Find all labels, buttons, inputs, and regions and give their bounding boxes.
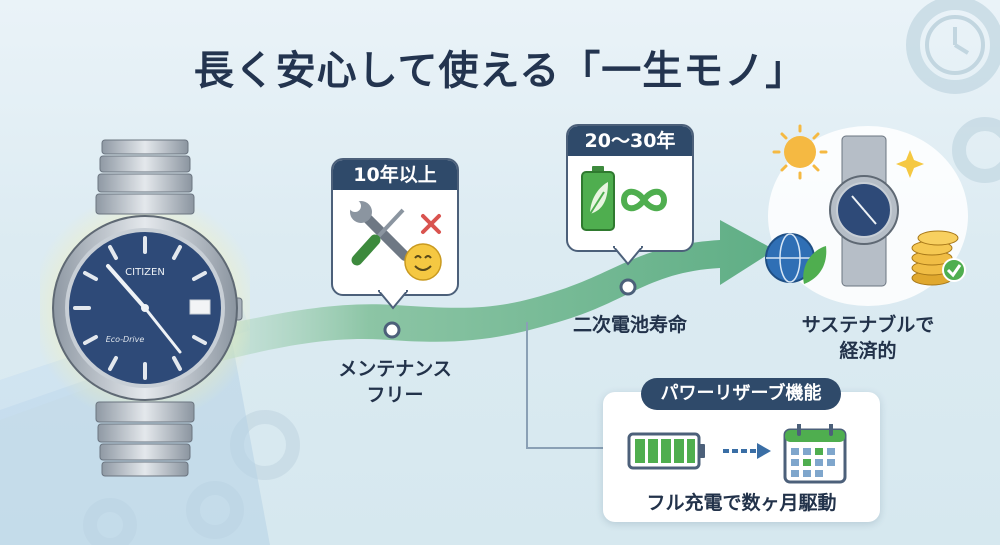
gear-icon xyxy=(906,0,1000,94)
bracelet-bottom xyxy=(95,401,195,477)
battery-life-label: 二次電池寿命 xyxy=(555,312,705,338)
calendar-icon xyxy=(783,424,847,484)
battery-icon xyxy=(581,166,615,231)
sustainable-label: サステナブルで 経済的 xyxy=(778,312,958,364)
gear-icon xyxy=(952,117,1000,183)
full-battery-icon xyxy=(627,432,705,470)
milestone-dot xyxy=(383,321,401,339)
watch-illustration: CITIZEN Eco-Drive xyxy=(40,139,250,477)
reserve-graphic xyxy=(627,424,847,484)
model-text: Eco-Drive xyxy=(106,335,145,344)
power-reserve-title: パワーリザーブ機能 xyxy=(641,378,841,410)
sparkle-icon xyxy=(896,150,924,178)
card-badge: 10年以上 xyxy=(333,160,457,190)
power-reserve-panel: パワーリザーブ機能 xyxy=(603,378,880,522)
small-watch-icon xyxy=(829,135,899,287)
arrow-right-icon xyxy=(723,443,771,459)
label-line: 経済的 xyxy=(839,340,897,362)
growth-arrow xyxy=(150,220,775,380)
date-window xyxy=(189,299,211,315)
screwdriver-icon xyxy=(351,208,405,266)
coins-icon xyxy=(911,230,966,286)
sustainable-illustration xyxy=(765,124,968,306)
hour-markers xyxy=(73,236,207,380)
label-line: サステナブルで xyxy=(801,314,935,336)
infinity-icon xyxy=(620,188,668,212)
milestone-dot xyxy=(619,278,637,296)
sun-icon xyxy=(772,124,828,180)
page-title: 長く安心して使える「一生モノ」 xyxy=(193,48,807,94)
power-reserve-caption: フル充電で数ヶ月駆動 xyxy=(646,492,837,514)
maintenance-card: 10年以上 xyxy=(331,158,459,296)
connector-line xyxy=(526,322,603,449)
battery-life-card: 20〜30年 xyxy=(566,124,694,252)
bracelet-top xyxy=(95,139,195,215)
battery-infinity-icon xyxy=(581,166,668,231)
clock-face-icon xyxy=(925,15,985,75)
label-line: メンテナンス xyxy=(338,358,452,380)
cross-icon xyxy=(421,214,441,234)
tools-icon xyxy=(349,200,442,281)
check-icon xyxy=(942,258,966,282)
label-line: 二次電池寿命 xyxy=(572,314,687,336)
clock-hand xyxy=(953,43,970,55)
card-badge: 20〜30年 xyxy=(568,126,692,156)
wrench-icon xyxy=(349,200,410,261)
maintenance-label: メンテナンス フリー xyxy=(330,356,460,408)
globe-leaf-icon xyxy=(765,233,827,284)
hand-pivot xyxy=(141,304,149,312)
brand-text: CITIZEN xyxy=(125,267,165,278)
smiley-icon xyxy=(404,243,442,281)
hour-hand xyxy=(106,264,147,310)
card-pointer xyxy=(378,290,408,310)
minute-hand xyxy=(143,306,182,354)
label-line: フリー xyxy=(366,384,424,406)
card-pointer xyxy=(613,246,643,266)
